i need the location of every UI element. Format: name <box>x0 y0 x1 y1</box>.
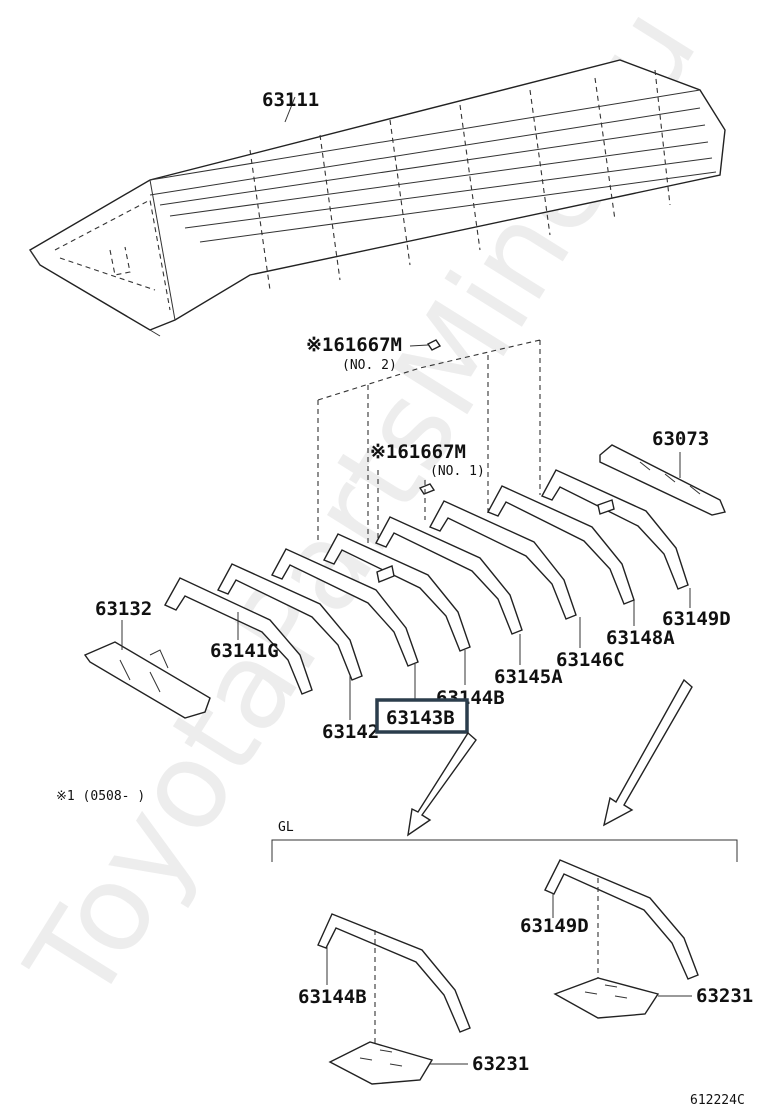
callout-gl-bow-left: 63144B <box>298 986 367 1008</box>
highlight-box <box>375 698 469 734</box>
gl-label: GL <box>278 820 294 835</box>
callout-header-rear: 63073 <box>652 428 709 450</box>
roof-panel <box>29 59 726 337</box>
bow-leader-lines <box>121 452 691 720</box>
callout-clip-no1-sub: (NO. 1) <box>430 464 485 479</box>
gl-bracket <box>271 839 738 862</box>
gl-plate-left <box>328 1041 468 1085</box>
gl-bow-left <box>317 913 471 1050</box>
callout-clip-no1: ※161667M <box>370 441 466 463</box>
callout-bow-146c: 63146C <box>556 649 625 671</box>
rear-header <box>599 444 726 516</box>
callout-gl-plate-right: 63231 <box>696 985 753 1007</box>
callout-bow-142: 63142 <box>322 721 379 743</box>
callout-bow-148a: 63148A <box>606 627 675 649</box>
callout-bow-143b[interactable]: 63143B <box>386 707 455 729</box>
figure-code: 612224C <box>690 1093 745 1108</box>
clip-no2 <box>409 339 442 351</box>
callout-clip-no2-sub: (NO. 2) <box>342 358 397 373</box>
front-header <box>83 641 211 719</box>
gl-plate-right <box>553 977 692 1019</box>
callout-roof-panel: 63111 <box>262 89 319 111</box>
arrow-right <box>602 678 693 827</box>
callout-bow-145a: 63145A <box>494 666 563 688</box>
callout-header-front: 63132 <box>95 598 152 620</box>
callout-gl-bow-right: 63149D <box>520 915 589 937</box>
arrow-left <box>407 731 477 837</box>
clip-no1 <box>418 483 436 495</box>
callout-clip-no2: ※161667M <box>306 334 402 356</box>
callout-bow-g: 63141G <box>210 640 279 662</box>
footnote: ※1 (0508- ) <box>56 789 145 804</box>
callout-bow-149d: 63149D <box>662 608 731 630</box>
callout-gl-plate-left: 63231 <box>472 1053 529 1075</box>
roof-bows <box>164 469 689 695</box>
clip-no1-leader-lines <box>377 470 426 540</box>
gl-bow-right <box>544 859 699 985</box>
